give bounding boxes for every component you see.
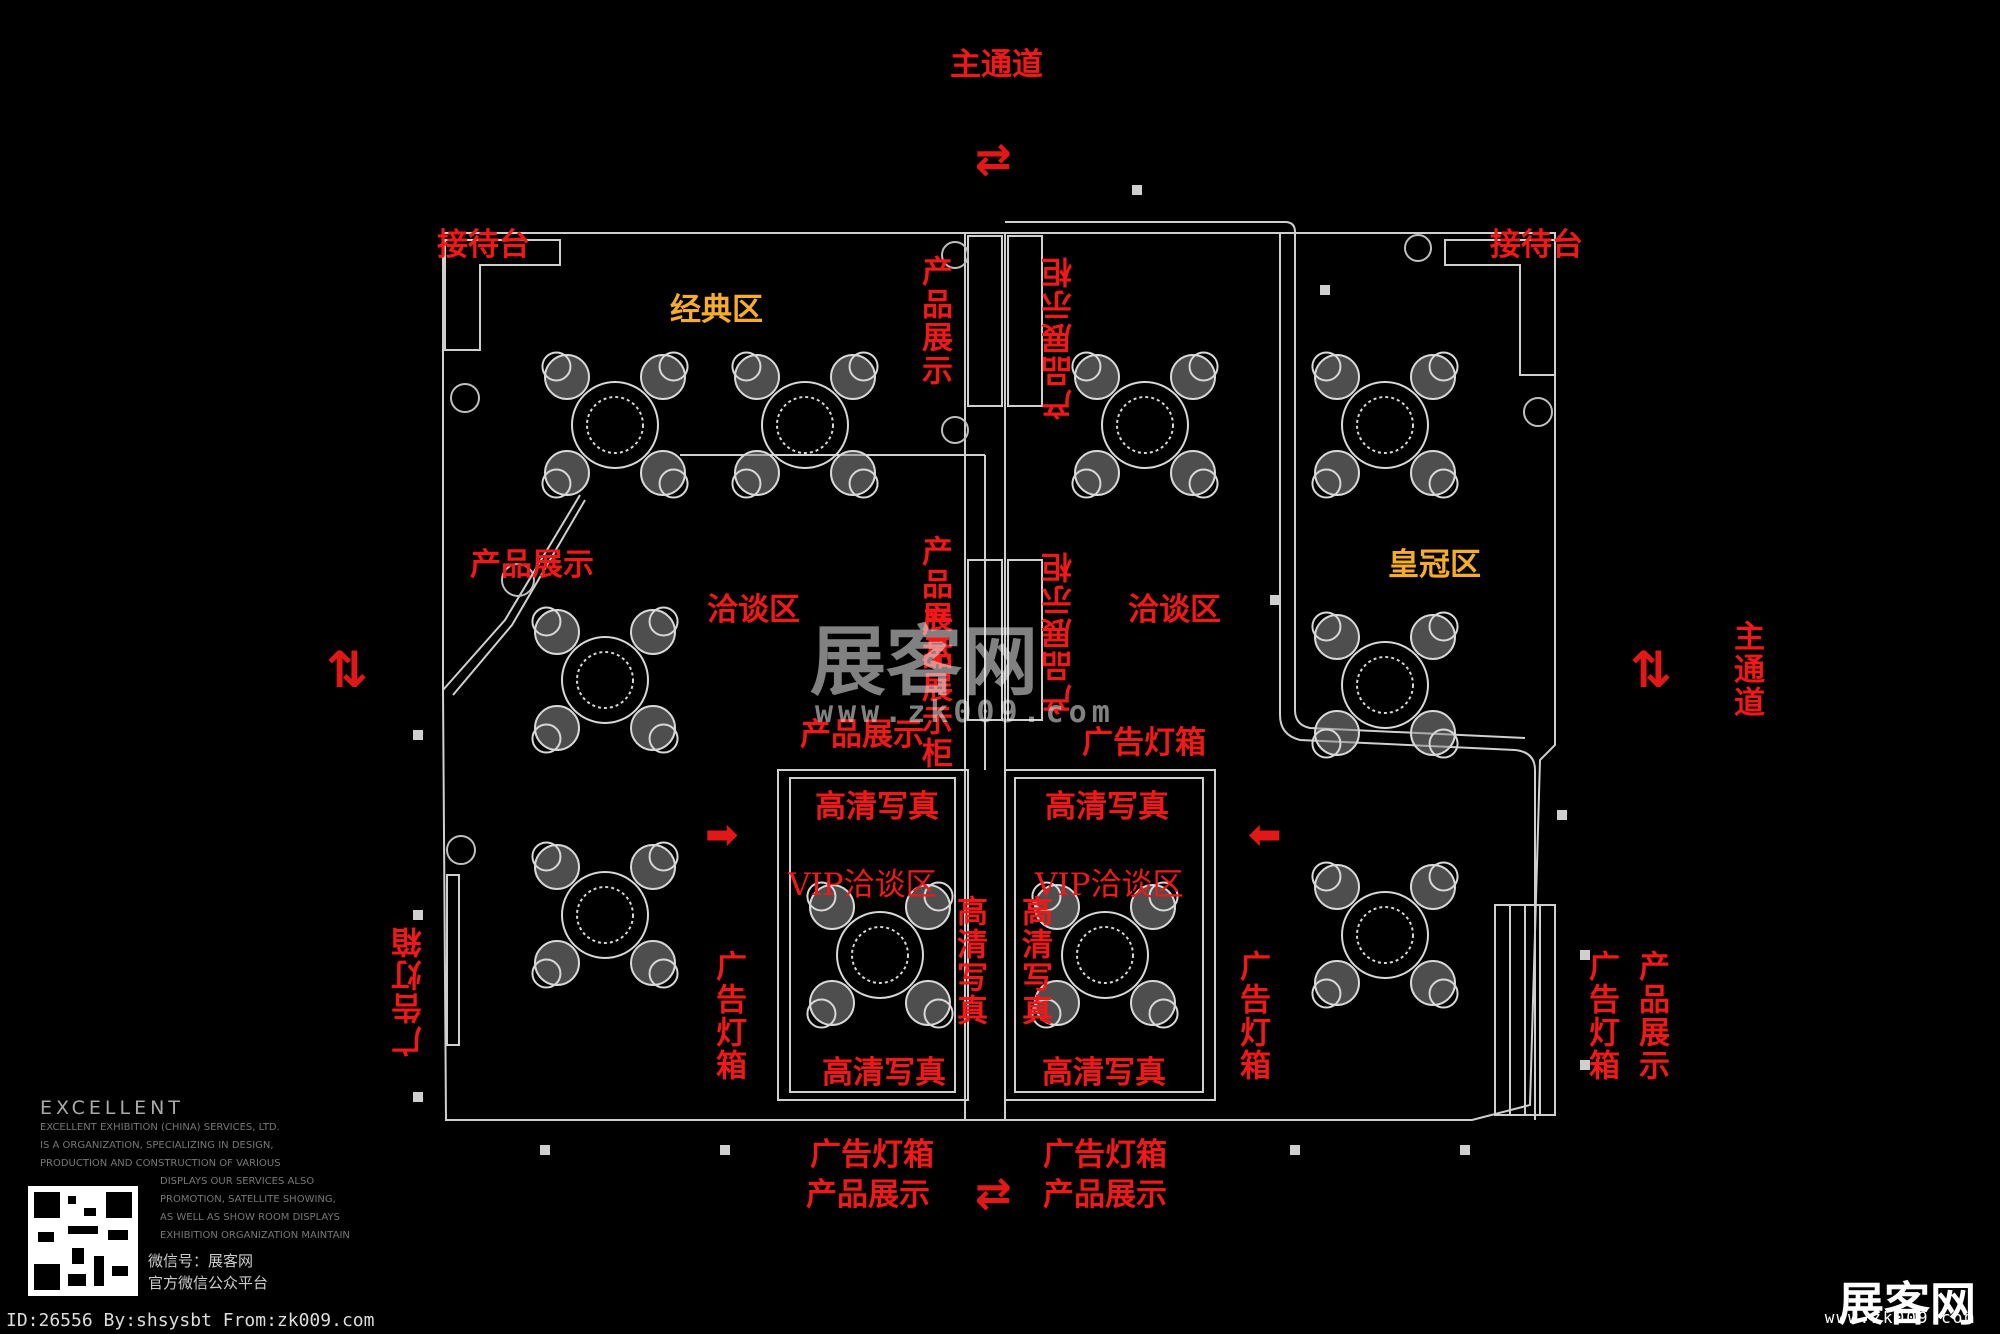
table-with-chairs-icon	[806, 881, 954, 1029]
main-aisle-top-label: 主通道	[950, 47, 1043, 83]
main-aisle-right-label: 主通道	[1728, 620, 1764, 719]
company-line: EXCELLENT EXHIBITION (CHINA) SERVICES, L…	[40, 1122, 280, 1133]
company-line: IS A ORGANIZATION, SPECIALIZING IN DESIG…	[40, 1140, 274, 1151]
product-display-right-vert: 产品展示	[1633, 950, 1669, 1082]
bottom-prod-right: 产品展示	[1043, 1177, 1167, 1213]
company-line: AS WELL AS SHOW ROOM DISPLAYS	[160, 1212, 340, 1223]
ad-lightbox-inner-left: 广告灯箱	[710, 950, 746, 1082]
bottom-ad-left: 广告灯箱	[810, 1137, 934, 1173]
wechat-platform: 官方微信公众平台	[148, 1274, 269, 1292]
vip-left-label: VIP洽谈区	[788, 867, 937, 903]
classic-zone-label: 经典区	[670, 292, 763, 328]
bottom-prod-left: 产品展示	[806, 1177, 930, 1213]
crown-zone-label: 皇冠区	[1388, 547, 1481, 583]
product-display-vert-a: 产品展示	[916, 255, 952, 387]
ad-lightbox-mid-label: 广告灯箱	[1082, 725, 1206, 761]
two-way-arrow-icon: ⇄	[975, 134, 1012, 185]
arrow-right-icon: ➡	[705, 812, 739, 858]
two-way-arrow-icon: ⇄	[975, 1168, 1012, 1219]
company-name: EXCELLENT	[40, 1097, 184, 1119]
hd-photo-top-left: 高清写真	[815, 789, 939, 825]
table-with-chairs-icon	[1071, 351, 1219, 499]
table-with-chairs-icon	[1311, 351, 1459, 499]
company-line: PRODUCTION AND CONSTRUCTION OF VARIOUS	[40, 1158, 281, 1169]
reception-left-label: 接待台	[437, 227, 530, 263]
negotiation-zone-left-label: 洽谈区	[707, 592, 800, 628]
vip-right-label: VIP洽谈区	[1035, 867, 1184, 903]
product-display-angled-label: 产品展示	[470, 547, 594, 583]
site-logo-url: www.zk009.com	[1824, 1308, 1976, 1327]
watermark-title: 展客网	[810, 617, 1038, 706]
product-display-board-a: 产品展示柜	[1042, 255, 1078, 420]
footer-info: ID:26556 By:shsysbt From:zk009.com	[6, 1310, 375, 1331]
company-line: DISPLAYS OUR SERVICES ALSO	[160, 1176, 315, 1187]
table-with-chairs-icon	[531, 841, 679, 989]
wechat-account: 微信号：展客网	[148, 1252, 254, 1270]
two-way-vertical-arrow-icon: ⇅	[326, 641, 368, 699]
hd-photo-vert-left: 高清写真	[951, 895, 987, 1027]
table-with-chairs-icon	[541, 351, 689, 499]
arrow-left-icon: ⬅	[1248, 812, 1282, 858]
qr-code	[28, 1186, 138, 1296]
hd-photo-bottom-left: 高清写真	[822, 1055, 946, 1091]
reception-right-label: 接待台	[1490, 227, 1583, 263]
ad-lightbox-inner-right: 广告灯箱	[1234, 950, 1270, 1082]
table-with-chairs-icon	[531, 606, 679, 754]
negotiation-zone-mid-label: 洽谈区	[1128, 592, 1221, 628]
company-line: PROMOTION, SATELLITE SHOWING,	[160, 1194, 336, 1205]
ad-lightbox-left-vert: 广告灯箱	[392, 925, 428, 1057]
hd-photo-top-right: 高清写真	[1045, 789, 1169, 825]
bottom-ad-right: 广告灯箱	[1043, 1137, 1167, 1173]
two-way-vertical-arrow-icon: ⇅	[1630, 641, 1672, 699]
hd-photo-bottom-right: 高清写真	[1042, 1055, 1166, 1091]
ad-lightbox-right-vert: 广告灯箱	[1583, 950, 1619, 1082]
table-with-chairs-icon	[1311, 611, 1459, 759]
hd-photo-vert-right: 高清写真	[1016, 895, 1052, 1027]
watermark-url: www.zk009.com	[815, 695, 1115, 730]
product-display-board-c: 产品展示柜	[916, 605, 952, 770]
table-with-chairs-icon	[1031, 881, 1179, 1029]
table-with-chairs-icon	[731, 351, 879, 499]
company-line: EXHIBITION ORGANIZATION MAINTAIN	[160, 1230, 350, 1241]
site-logo: 展客网	[1838, 1277, 1976, 1331]
product-display-vert-b: 产品展示	[916, 535, 952, 667]
product-display-mid-label: 产品展示	[800, 717, 924, 753]
table-with-chairs-icon	[1311, 861, 1459, 1009]
product-display-board-b: 产品展示柜	[1042, 550, 1078, 715]
